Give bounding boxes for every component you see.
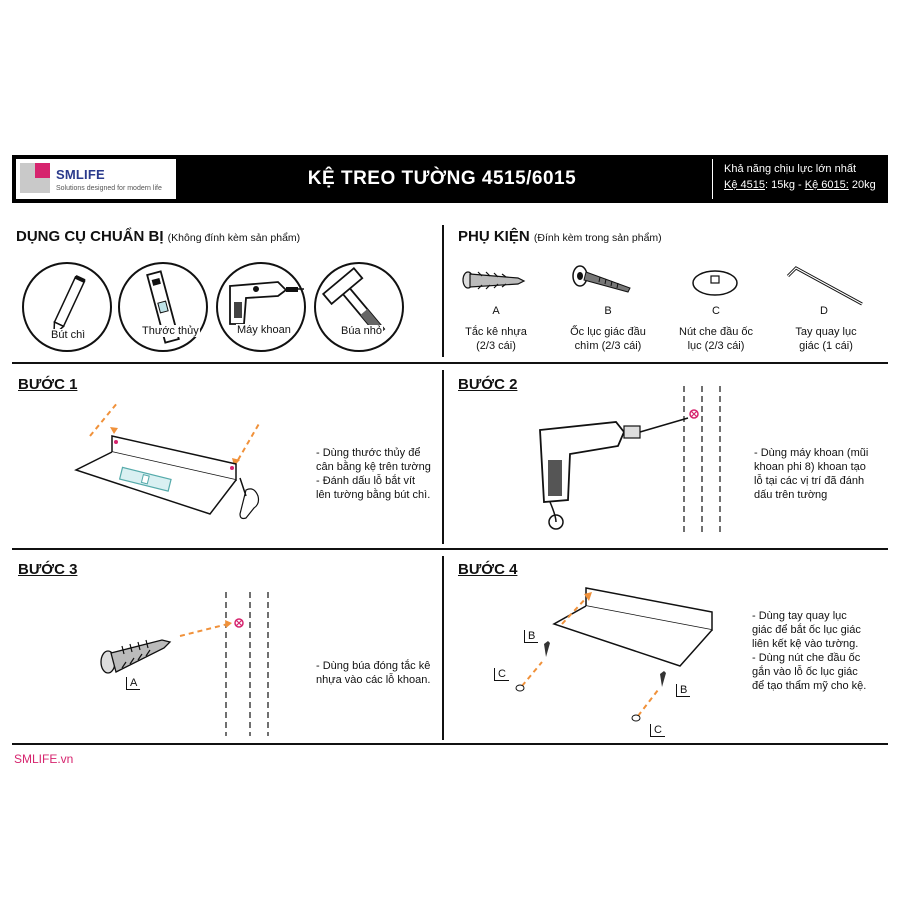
step-2-title: BƯỚC 2 xyxy=(458,376,518,393)
accessories-title: PHỤ KIỆN xyxy=(458,228,530,245)
part-label-b: B xyxy=(676,684,691,697)
column-divider xyxy=(442,370,444,544)
step-4-line: - Dùng tay quay lục xyxy=(752,610,847,622)
accessory-letter: C xyxy=(712,305,720,317)
step-1-line: - Đánh dấu lỗ bắt vít xyxy=(316,475,416,487)
capacity-value-b: 20kg xyxy=(848,179,876,191)
step-4-description: - Dùng tay quay lục giác để bắt ốc lục g… xyxy=(752,609,866,693)
hammer-icon xyxy=(321,266,386,337)
accessory-label-line: lục (2/3 cái) xyxy=(687,340,745,352)
step-4-line: để tạo thẩm mỹ cho kệ. xyxy=(752,680,867,692)
capacity-title: Khả năng chịu lực lớn nhất xyxy=(724,163,856,175)
accessory-label-line: (2/3 cái) xyxy=(476,340,516,352)
screw-cap-icon xyxy=(692,270,738,296)
step-3-title: BƯỚC 3 xyxy=(18,561,78,578)
section-divider xyxy=(12,548,888,550)
accessory-label-line: giác (1 cái) xyxy=(799,340,853,352)
tools-heading: DỤNG CỤ CHUẨN BỊ (Không đính kèm sản phẩ… xyxy=(16,228,300,245)
step-1-description: - Dùng thước thủy để cân bằng kệ trên tư… xyxy=(316,446,431,502)
step-1-illustration xyxy=(74,401,261,520)
part-label-c: C xyxy=(650,724,665,737)
accessory-label-line: Tắc kê nhựa xyxy=(465,326,527,338)
step-3-line: - Dùng búa đóng tắc kê xyxy=(316,660,431,672)
step-2-description: - Dùng máy khoan (mũi khoan phi 8) khoan… xyxy=(754,446,868,502)
logo-text: SMLIFE xyxy=(56,167,105,182)
accessory-letter: A xyxy=(492,305,500,317)
capacity-value-a: : 15kg - xyxy=(764,179,805,191)
step-1-line: - Dùng thước thủy để xyxy=(316,447,421,459)
step-4-line: - Dùng nút che đầu ốc xyxy=(752,652,861,664)
section-divider xyxy=(12,743,888,745)
allen-key-icon xyxy=(786,266,863,306)
capacity-line: Kệ 4515: 15kg - Kệ 6015: 20kg xyxy=(724,179,876,191)
tool-label: Búa nhỏ xyxy=(340,325,383,337)
step-1-line: lên tường bằng bút chì. xyxy=(316,489,431,501)
tools-subtitle: (Không đính kèm sản phẩm) xyxy=(167,232,301,244)
step-3-line: nhựa vào các lỗ khoan. xyxy=(316,674,431,686)
accessory-label: Tắc kê nhựa (2/3 cái) xyxy=(446,325,546,353)
step-4-line: gắn vào lỗ ốc lục giác xyxy=(752,666,858,678)
accessory-label: Tay quay lục giác (1 cái) xyxy=(774,325,878,353)
logo-mark-accent xyxy=(35,163,50,178)
accessory-letter: D xyxy=(820,305,828,317)
tools-title: DỤNG CỤ CHUẨN BỊ xyxy=(16,228,164,245)
accessory-letter: B xyxy=(604,305,612,317)
step-3-illustration xyxy=(100,592,269,736)
spirit-level-icon xyxy=(146,270,180,344)
drill-icon xyxy=(229,281,304,325)
part-label-a: A xyxy=(126,677,141,690)
step-1-line: cân bằng kệ trên tường xyxy=(316,461,431,473)
section-divider xyxy=(12,362,888,364)
step-2-illustration xyxy=(539,386,721,532)
step-2-line: - Dùng máy khoan (mũi xyxy=(754,447,869,459)
hex-screw-icon xyxy=(572,265,631,293)
step-4-title: BƯỚC 4 xyxy=(458,561,518,578)
tool-label: Bút chì xyxy=(50,329,87,341)
accessory-label: Nút che đầu ốc lục (2/3 cái) xyxy=(666,325,766,353)
capacity-model-b: Kệ 6015: xyxy=(804,179,849,191)
accessories-heading: PHỤ KIỆN (Đính kèm trong sản phẩm) xyxy=(458,228,662,245)
step-2-line: dấu trên tường xyxy=(754,489,828,501)
part-label-b: B xyxy=(524,630,539,643)
accessory-label: Ốc lục giác đầu chìm (2/3 cái) xyxy=(558,325,658,353)
step-3-description: - Dùng búa đóng tắc kê nhựa vào các lỗ k… xyxy=(316,659,430,687)
accessory-label-line: Tay quay lục xyxy=(795,326,857,338)
footer-brand[interactable]: SMLIFE.vn xyxy=(14,752,73,766)
step-4-line: giác để bắt ốc lục giác xyxy=(752,624,861,636)
capacity-model-a: Kệ 4515 xyxy=(724,179,765,191)
accessory-label-line: chìm (2/3 cái) xyxy=(574,340,642,352)
step-2-line: lỗ tại các vị trí đã đánh xyxy=(754,475,865,487)
footer-domain: .vn xyxy=(57,752,74,766)
accessory-label-line: Nút che đầu ốc xyxy=(679,326,753,338)
header-divider xyxy=(712,159,713,199)
accessory-label-line: Ốc lục giác đầu xyxy=(570,326,646,338)
column-divider xyxy=(442,556,444,740)
tool-label: Máy khoan xyxy=(236,324,292,336)
part-label-c: C xyxy=(494,668,509,681)
wall-plug-icon xyxy=(462,271,526,290)
step-4-line: liên kết kệ vào tường. xyxy=(752,638,859,650)
accessories-subtitle: (Đính kèm trong sản phẩm) xyxy=(533,232,662,244)
column-divider xyxy=(442,225,444,357)
step-4-illustration xyxy=(515,587,713,722)
step-1-title: BƯỚC 1 xyxy=(18,376,78,393)
tool-label: Thước thủy xyxy=(141,325,200,337)
footer-brand-name: SMLIFE xyxy=(14,752,58,766)
step-2-line: khoan phi 8) khoan tạo xyxy=(754,461,866,473)
page-title: KỆ TREO TƯỜNG 4515/6015 xyxy=(307,168,577,189)
logo-tagline: Solutions designed for modern life xyxy=(56,185,162,192)
